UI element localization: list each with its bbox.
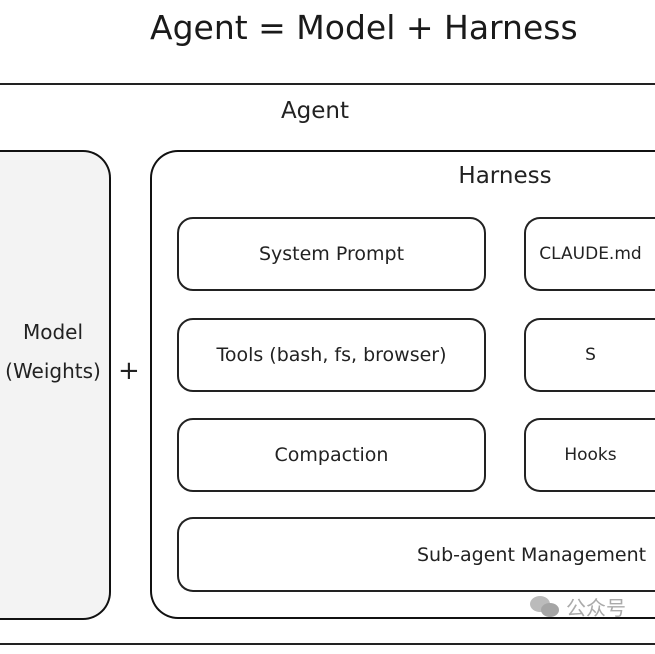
- watermark-text: 公众号: [566, 596, 626, 620]
- claude-md-box: CLAUDE.md: [524, 217, 655, 291]
- harness-label: Harness: [458, 163, 552, 189]
- model-sublabel: (Weights): [5, 359, 101, 383]
- hooks-box: Hooks: [524, 418, 655, 492]
- compaction-box: Compaction: [177, 418, 486, 492]
- harness-container: [150, 150, 655, 619]
- agent-container: [0, 83, 655, 645]
- diagram-title: Agent = Model + Harness: [150, 8, 578, 47]
- wechat-icon: [530, 595, 560, 618]
- plus-operator: +: [118, 356, 140, 386]
- model-box: Model (Weights): [0, 150, 111, 620]
- model-label: Model: [22, 320, 84, 344]
- system-prompt-box: System Prompt: [177, 217, 486, 291]
- agent-label: Agent: [280, 98, 350, 124]
- tools-box: Tools (bash, fs, browser): [177, 318, 486, 392]
- skills-box: S: [524, 318, 655, 392]
- sub-agent-management-box: Sub-agent Management: [177, 517, 655, 592]
- watermark: 公众号: [530, 592, 626, 621]
